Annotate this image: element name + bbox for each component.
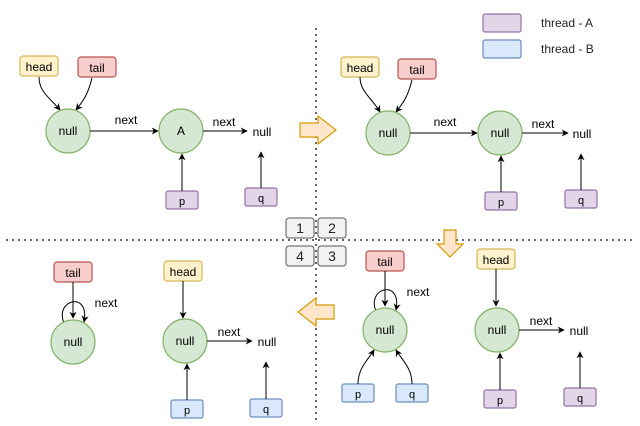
quadrant-label-4: 4 — [296, 248, 304, 264]
null-node — [362, 307, 408, 353]
tail-label: tail — [89, 61, 104, 75]
legend-swatch-thread-b — [482, 39, 522, 59]
p-label: p — [355, 389, 361, 401]
next-label: next — [407, 285, 430, 299]
null-node-label: null — [59, 124, 78, 138]
q-label: q — [258, 193, 264, 205]
null-label: null — [253, 125, 272, 139]
transition-arrow-3-to-4 — [297, 296, 335, 328]
tail-label: tail — [377, 255, 392, 269]
quadrant-3: tail next null p q head null next null p… — [341, 248, 597, 409]
tail-pointer — [395, 79, 413, 113]
node-a-label: A — [177, 124, 185, 138]
quadrant-box-3 — [317, 245, 347, 267]
legend-label-thread-a: thread - A — [541, 16, 593, 30]
legend: thread - A thread - B — [482, 13, 594, 59]
next-label: next — [115, 113, 138, 127]
head-pointer — [38, 76, 61, 111]
null-label: null — [258, 335, 277, 349]
next-label: next — [218, 325, 241, 339]
quadrant-label-3: 3 — [328, 248, 336, 264]
quadrant-box-1 — [285, 217, 315, 239]
tail-pointer — [75, 77, 93, 111]
tail-box — [77, 56, 117, 78]
null-node — [50, 319, 96, 365]
null-label: null — [573, 127, 592, 141]
head-pointer — [359, 76, 381, 113]
next-label: next — [530, 314, 553, 328]
quadrant-labels: 1 2 4 3 — [285, 217, 347, 267]
head-box — [19, 55, 59, 77]
tail-box — [397, 58, 437, 80]
quadrant-2: head tail null next null next null p q — [340, 56, 598, 211]
null-label: null — [570, 324, 589, 338]
tail-label: tail — [409, 63, 424, 77]
quadrant-box-2 — [317, 217, 347, 239]
next-label: next — [434, 115, 457, 129]
q-label: q — [409, 389, 415, 401]
p-pointer — [357, 349, 375, 385]
self-next-loop — [61, 301, 89, 324]
legend-label-thread-b: thread - B — [541, 42, 594, 56]
quadrant-box-4 — [285, 245, 315, 267]
null-node-label: null — [379, 126, 398, 140]
tail-label: tail — [65, 266, 80, 280]
quadrant-label-2: 2 — [328, 220, 336, 236]
quadrant-label-1: 1 — [296, 220, 304, 236]
null-node-label: null — [176, 334, 195, 348]
transition-arrow-2-to-3 — [435, 229, 465, 258]
p-label: p — [179, 196, 185, 208]
null-node-label: null — [64, 335, 83, 349]
next-label: next — [213, 115, 236, 129]
legend-swatch-thread-a — [482, 13, 522, 33]
head-label: head — [483, 253, 510, 267]
next-label: next — [95, 296, 118, 310]
head-label: head — [347, 61, 374, 75]
null-node-label: null — [376, 323, 395, 337]
quadrant-4: tail next null head null next null p q — [50, 260, 283, 419]
self-next-loop — [373, 289, 401, 312]
p-label: p — [498, 197, 504, 209]
q-label: q — [578, 195, 584, 207]
head-label: head — [170, 265, 197, 279]
null-node-label: null — [488, 323, 507, 337]
q-pointer — [395, 349, 413, 385]
q-label: q — [263, 404, 269, 416]
null-node-label: null — [491, 126, 510, 140]
head-label: head — [26, 60, 53, 74]
quadrant-1: head tail null next A next null p q — [19, 55, 278, 210]
transition-arrow-1-to-2 — [299, 114, 337, 146]
q-label: q — [577, 393, 583, 405]
p-label: p — [184, 405, 190, 417]
next-label: next — [532, 117, 555, 131]
p-label: p — [497, 395, 503, 407]
